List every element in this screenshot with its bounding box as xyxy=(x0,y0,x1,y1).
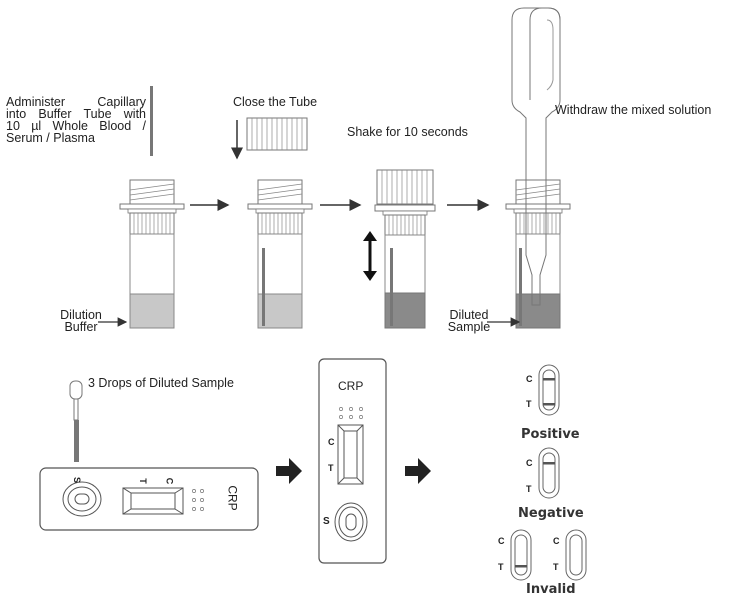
invalid2-t-label: T xyxy=(553,562,559,572)
invalid1-t-label: T xyxy=(498,562,504,572)
invalid1-c-label: C xyxy=(498,536,505,546)
cap-icon xyxy=(246,117,308,151)
positive-c-label: C xyxy=(526,374,533,384)
cassette-vertical xyxy=(318,358,387,564)
step1-line: into Buffer Tube with xyxy=(6,107,146,121)
negative-t-label: T xyxy=(526,484,532,494)
positive-label: Positive xyxy=(521,427,580,442)
label-line: Sample xyxy=(447,320,491,334)
cassette-v-s-label: S xyxy=(323,516,330,527)
cassette-v-name: CRP xyxy=(338,379,364,393)
step5-label: 3 Drops of Diluted Sample xyxy=(88,376,234,390)
buffer-tube-1 xyxy=(119,179,185,329)
capillary-icon xyxy=(150,86,153,156)
step1-instruction: Administer Capillary into Buffer Tube wi… xyxy=(6,95,146,145)
step1-line: Serum / Plasma xyxy=(6,131,95,145)
result-invalid-window-1 xyxy=(510,529,532,581)
step1-line: 10 µl Whole Blood / xyxy=(6,119,146,133)
invalid2-c-label: C xyxy=(553,536,560,546)
big-arrow-icon xyxy=(276,458,302,484)
dilution-buffer-liquid xyxy=(129,293,175,329)
cassette-h-t-label: T xyxy=(137,478,148,484)
diluted-tube xyxy=(505,179,571,329)
cassette-h-s-label: S xyxy=(72,476,83,484)
label-line: Diluted xyxy=(449,308,489,322)
negative-c-label: C xyxy=(526,458,533,468)
cassette-horizontal xyxy=(39,467,259,531)
buffer-tube-2 xyxy=(247,179,313,329)
dropper-icon xyxy=(69,380,83,462)
cassette-v-c-label: C xyxy=(328,437,335,447)
cassette-h-name: CRP xyxy=(225,485,240,511)
result-positive-window xyxy=(538,364,560,416)
result-invalid-window-2 xyxy=(565,529,587,581)
label-line: Buffer xyxy=(64,320,98,334)
shake-arrow-icon xyxy=(363,231,377,281)
result-negative-window xyxy=(538,447,560,499)
diluted-sample-label: Diluted Sample xyxy=(446,308,492,334)
big-arrow-icon xyxy=(405,458,431,484)
invalid-label: Invalid xyxy=(526,582,576,597)
cassette-h-c-label: C xyxy=(164,477,175,485)
dilution-buffer-label: Dilution Buffer xyxy=(56,308,106,334)
step1-line: Administer Capillary xyxy=(6,95,146,109)
step3-label: Shake for 10 seconds xyxy=(347,125,468,139)
label-line: Dilution xyxy=(60,308,102,322)
step2-label: Close the Tube xyxy=(233,95,318,109)
step4-label: Withdraw the mixed solution xyxy=(555,103,712,117)
pipette-icon xyxy=(511,7,561,306)
positive-t-label: T xyxy=(526,399,532,409)
capped-tube xyxy=(374,169,436,329)
negative-label: Negative xyxy=(518,506,584,521)
cassette-v-t-label: T xyxy=(328,463,334,473)
